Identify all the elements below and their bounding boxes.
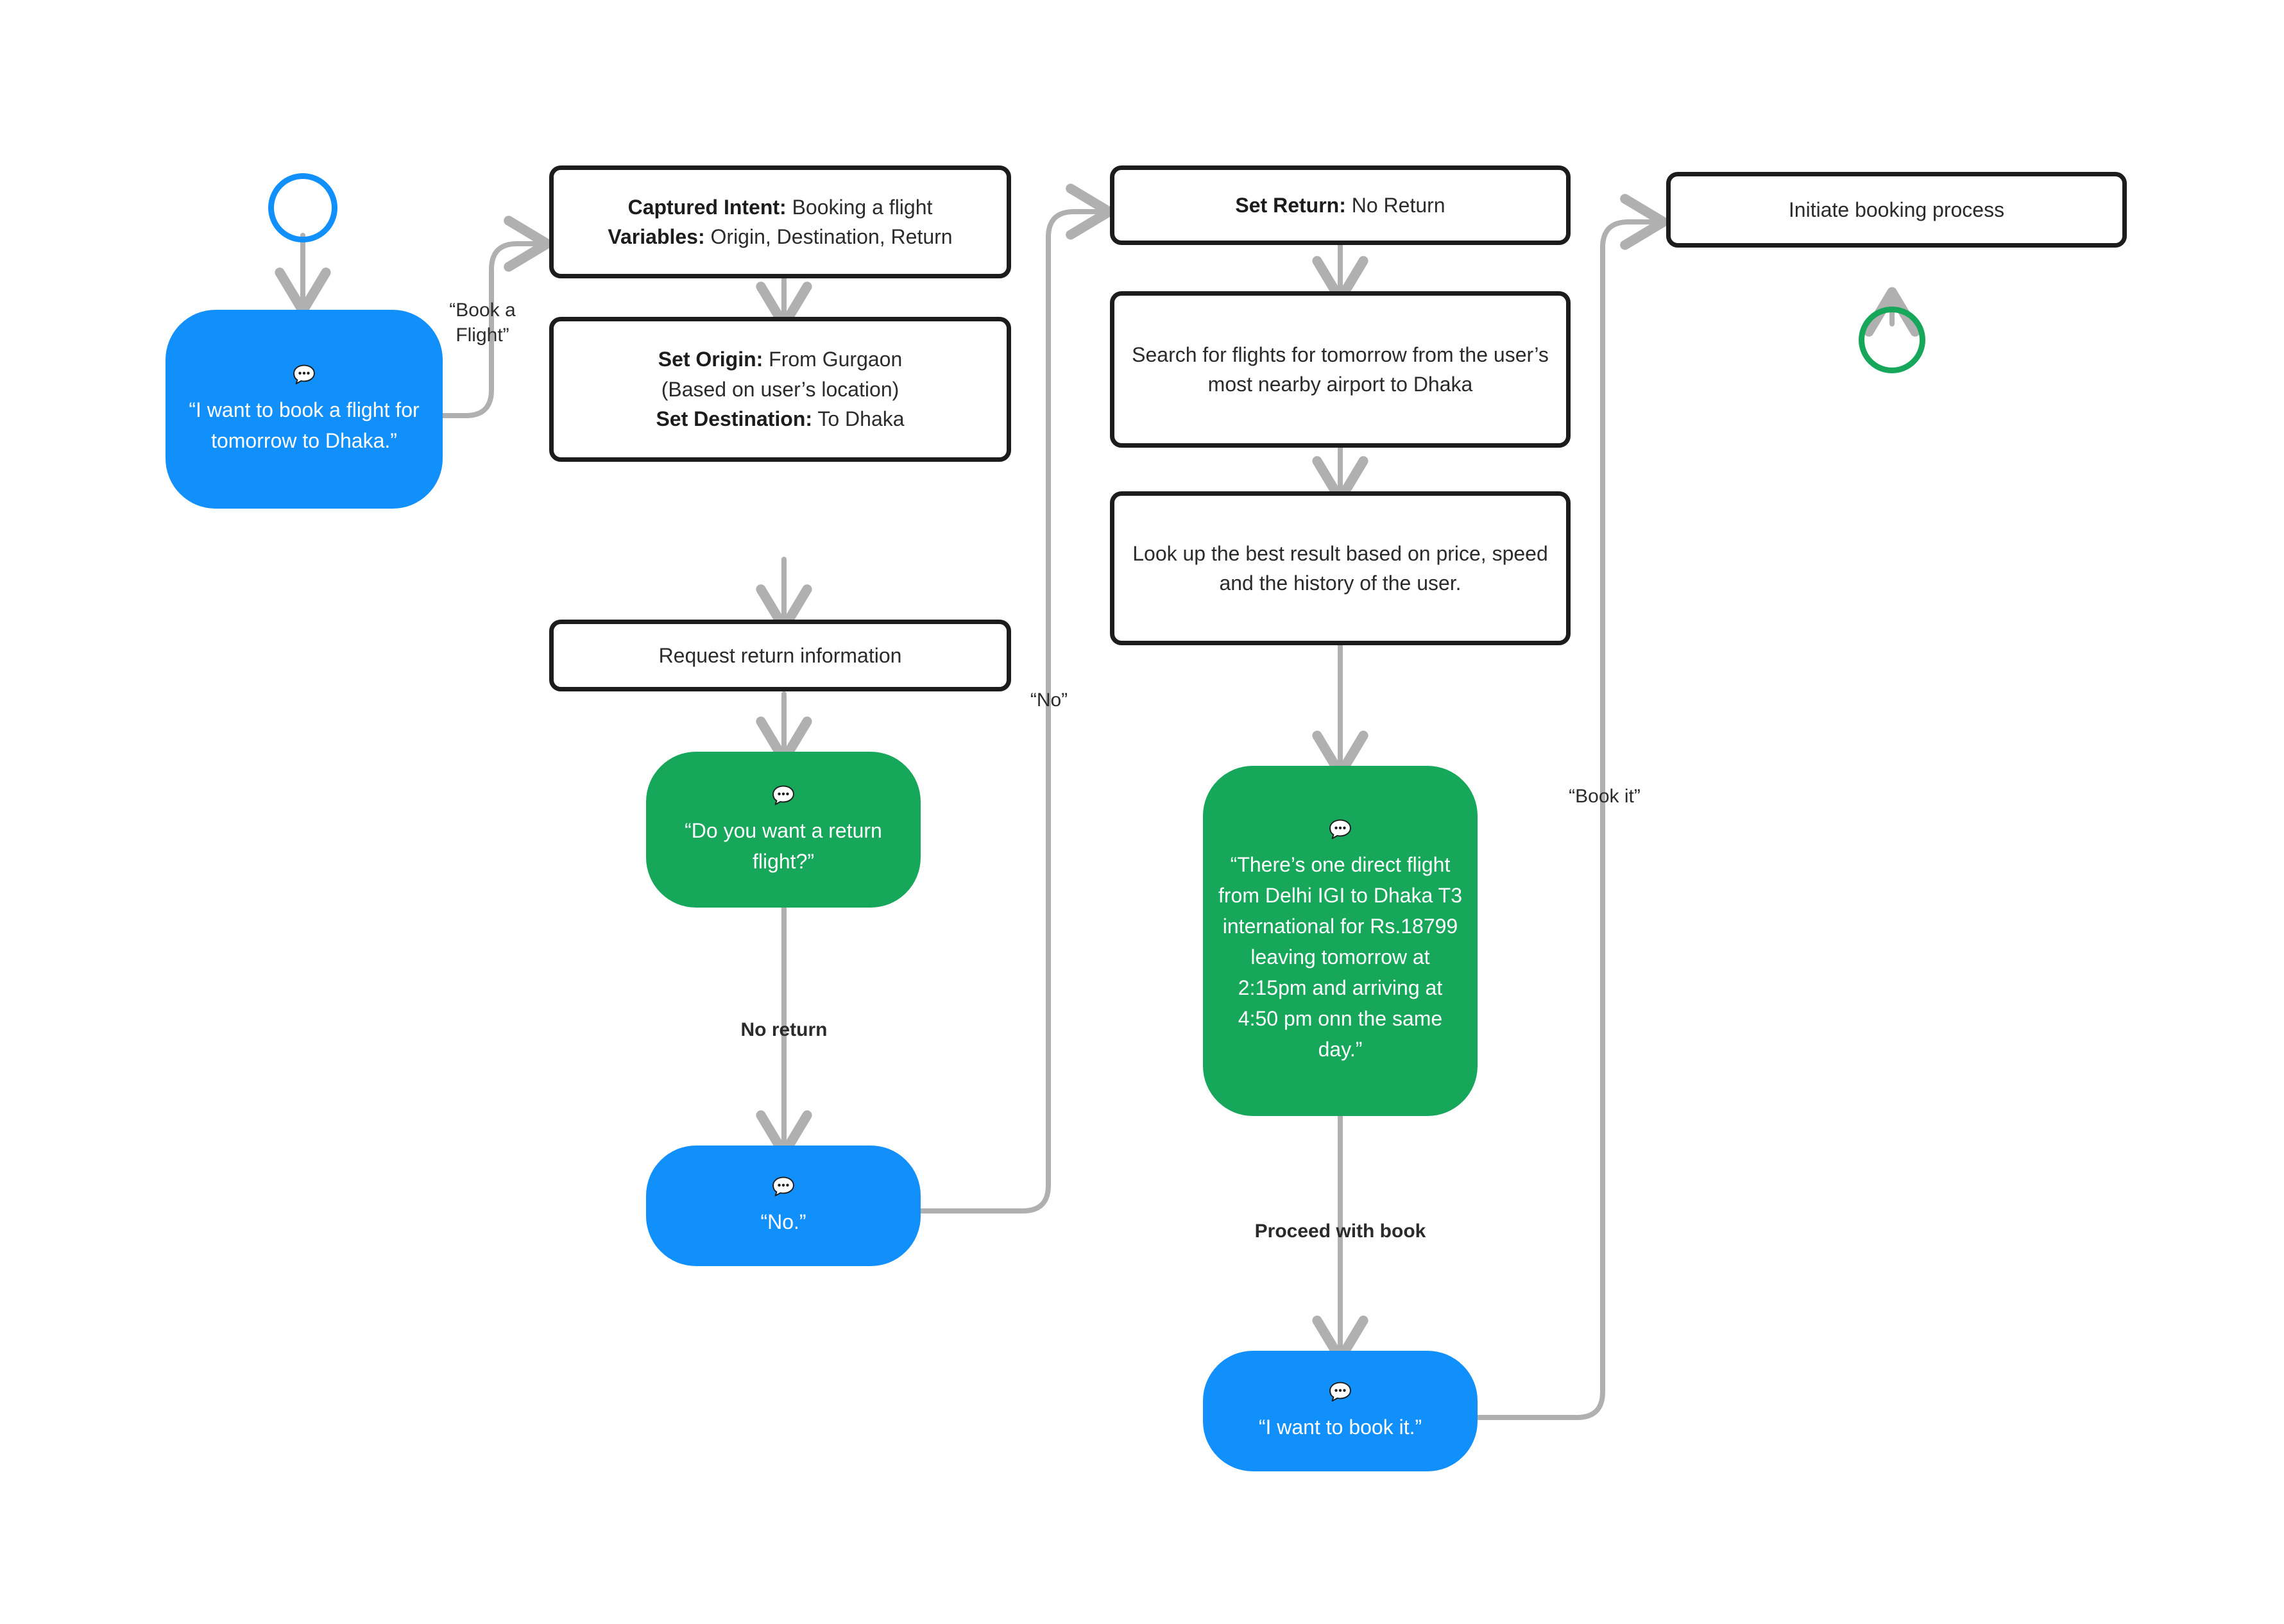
node-user-no[interactable]: “No.” (646, 1146, 921, 1266)
node-request-return-information[interactable]: Request return information (549, 620, 1011, 691)
node-user-book-it[interactable]: “I want to book it.” (1203, 1351, 1478, 1471)
captured-intent-value: Booking a flight (786, 195, 933, 219)
set-return-value: No Return (1345, 193, 1445, 217)
node-user-request-text: “I want to book a flight for tomorrow to… (189, 398, 420, 452)
origin-source-note: (Based on user’s location) (661, 377, 899, 401)
edge-label-book-a-flight: “Book a Flight” (449, 300, 516, 346)
node-ask-return-text: “Do you want a return flight?” (685, 818, 882, 873)
edge-label-no-return: No return (740, 1019, 828, 1040)
set-destination-value: To Dhaka (812, 407, 905, 431)
node-request-return-text: Request return information (658, 643, 902, 667)
set-origin-value: From Gurgaon (763, 348, 903, 371)
node-look-up-best-result[interactable]: Look up the best result based on price, … (1110, 491, 1571, 645)
chat-bubble-icon (772, 785, 794, 805)
node-flight-offer-text: “There’s one direct flight from Delhi IG… (1218, 853, 1462, 1061)
node-user-book-it-text: “I want to book it.” (1258, 1416, 1422, 1439)
end-terminator-circle[interactable] (1859, 307, 1925, 373)
set-origin-label: Set Origin: (658, 348, 763, 371)
variables-value: Origin, Destination, Return (704, 225, 953, 248)
start-terminator-circle[interactable] (268, 173, 337, 242)
node-user-no-text: “No.” (760, 1210, 806, 1233)
chat-bubble-icon (1329, 819, 1351, 840)
node-set-return-text: Set Return: No Return (1218, 190, 1462, 220)
node-initiate-booking-text: Initiate booking process (1788, 198, 2005, 221)
node-captured-intent-text: Captured Intent: Booking a flight Variab… (591, 192, 969, 252)
node-search-flights[interactable]: Search for flights for tomorrow from the… (1110, 291, 1571, 448)
edge-label-book-it: “Book it” (1569, 786, 1641, 807)
chat-bubble-icon (293, 364, 315, 385)
node-flight-offer[interactable]: “There’s one direct flight from Delhi IG… (1203, 766, 1478, 1116)
node-set-origin-text: Set Origin: From Gurgaon (Based on user’… (639, 344, 921, 434)
node-set-return[interactable]: Set Return: No Return (1110, 165, 1571, 245)
node-captured-intent[interactable]: Captured Intent: Booking a flight Variab… (549, 165, 1011, 278)
chat-bubble-icon (1329, 1382, 1351, 1402)
node-search-flights-text: Search for flights for tomorrow from the… (1132, 343, 1549, 396)
node-set-origin-destination[interactable]: Set Origin: From Gurgaon (Based on user’… (549, 317, 1011, 462)
node-initiate-booking-process[interactable]: Initiate booking process (1666, 172, 2127, 248)
variables-label: Variables: (608, 225, 705, 248)
chat-bubble-icon (772, 1176, 794, 1197)
node-user-request[interactable]: “I want to book a flight for tomorrow to… (166, 310, 443, 509)
set-return-label: Set Return: (1235, 193, 1346, 217)
captured-intent-label: Captured Intent: (627, 195, 787, 219)
node-ask-return-flight[interactable]: “Do you want a return flight?” (646, 752, 921, 908)
edge-label-proceed-with-book: Proceed with book (1254, 1221, 1426, 1242)
set-destination-label: Set Destination: (656, 407, 813, 431)
node-look-up-best-result-text: Look up the best result based on price, … (1132, 541, 1548, 595)
edge-label-no: “No” (1030, 689, 1068, 711)
